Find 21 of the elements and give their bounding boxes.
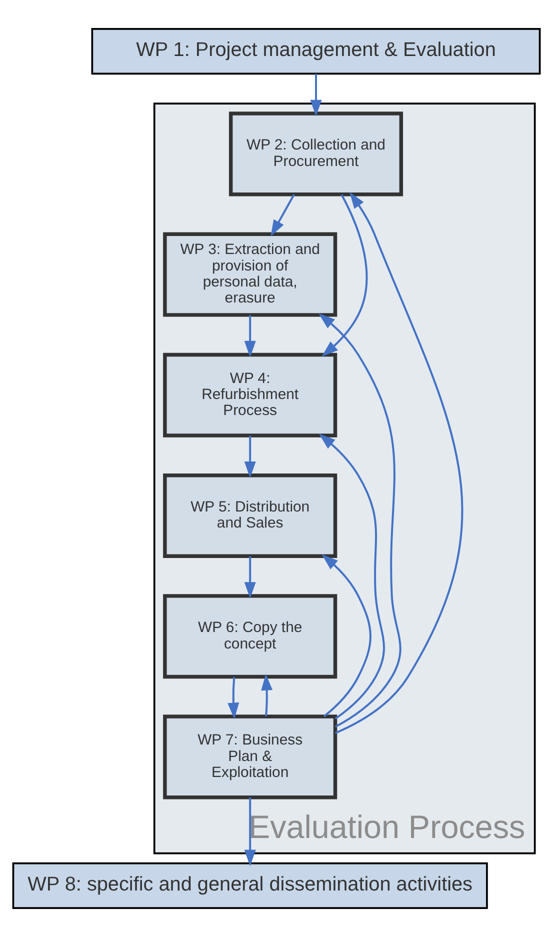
node-box: WP 1: Project management & Evaluation bbox=[91, 28, 541, 75]
arrow bbox=[322, 554, 372, 718]
arrow bbox=[318, 313, 402, 728]
node-box: WP 4: Refurbishment Process bbox=[163, 352, 338, 438]
arrow bbox=[244, 436, 256, 478]
node-box: WP 8: specific and general dissemination activities bbox=[12, 862, 488, 909]
node-box: WP 7: Business Plan & Exploitation bbox=[163, 714, 338, 800]
node-box: WP 5: Distribution and Sales bbox=[163, 473, 338, 558]
node-box: WP 6: Copy the concept bbox=[163, 594, 338, 679]
node-box: WP 2: Collection and Procurement bbox=[228, 112, 404, 196]
arrow bbox=[244, 797, 256, 866]
arrow bbox=[244, 315, 256, 358]
arrow bbox=[334, 192, 463, 734]
arrow bbox=[228, 676, 240, 720]
arrow bbox=[310, 74, 322, 116]
arrow bbox=[322, 194, 368, 357]
node-box: WP 3: Extraction and provision of personal data, erasure bbox=[163, 232, 338, 317]
arrow bbox=[244, 556, 256, 599]
arrow bbox=[270, 194, 295, 236]
arrow bbox=[318, 434, 385, 720]
arrow bbox=[261, 674, 273, 716]
